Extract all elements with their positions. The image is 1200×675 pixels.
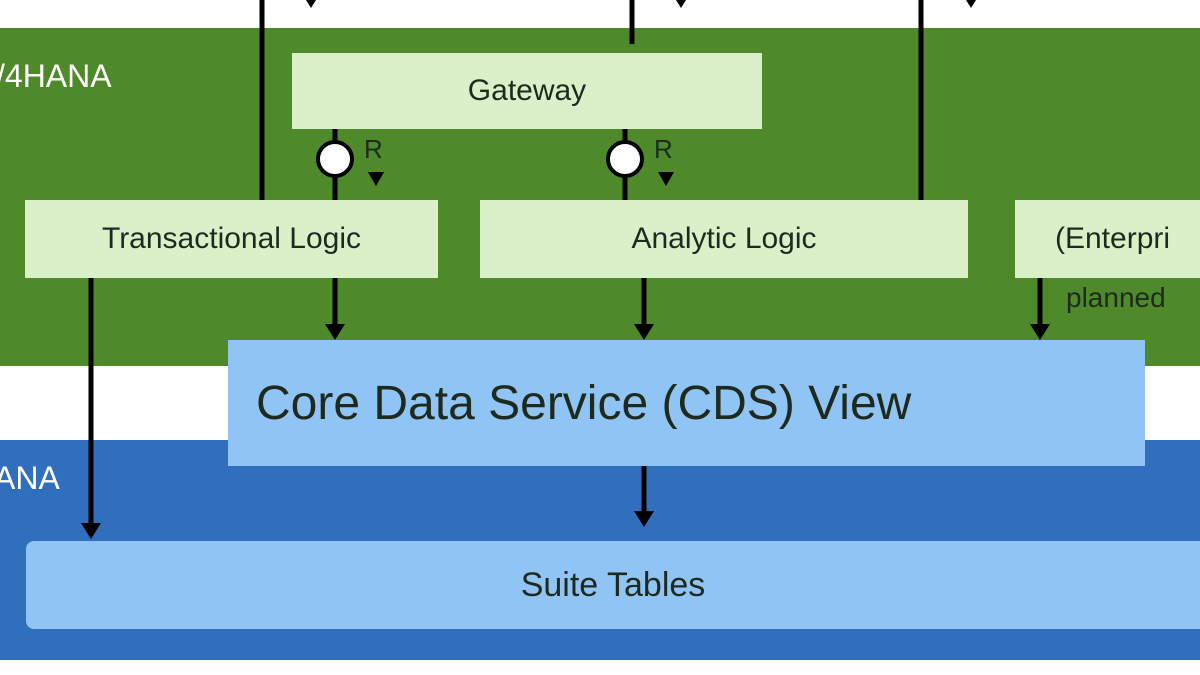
gateway-label: Gateway: [467, 74, 587, 107]
transactional-logic-label: Transactional Logic: [101, 222, 362, 255]
analytic-logic-box: Analytic Logic: [480, 200, 968, 278]
s4hana-layer-label: /4HANA: [0, 58, 112, 94]
enterprise-label: (Enterpri: [1055, 222, 1171, 255]
r-annotation-left: R: [364, 134, 383, 164]
enterprise-box: (Enterpri: [1015, 200, 1200, 278]
top-arrowhead-2: [676, 0, 686, 8]
cds-view-label: Core Data Service (CDS) View: [256, 376, 912, 430]
r-annotation-right: R: [654, 134, 673, 164]
suite-tables-label: Suite Tables: [520, 565, 706, 604]
transactional-logic-box: Transactional Logic: [25, 200, 438, 278]
gateway-box: Gateway: [292, 53, 762, 129]
hana-layer-label: ANA: [0, 460, 60, 496]
top-arrowhead-3: [966, 0, 976, 8]
suite-tables-box: Suite Tables: [26, 541, 1200, 629]
planned-annotation: planned: [1066, 282, 1166, 313]
top-arrowhead-1: [306, 0, 316, 8]
analytic-logic-label: Analytic Logic: [631, 222, 817, 255]
cds-view-box: Core Data Service (CDS) View: [228, 340, 1145, 466]
